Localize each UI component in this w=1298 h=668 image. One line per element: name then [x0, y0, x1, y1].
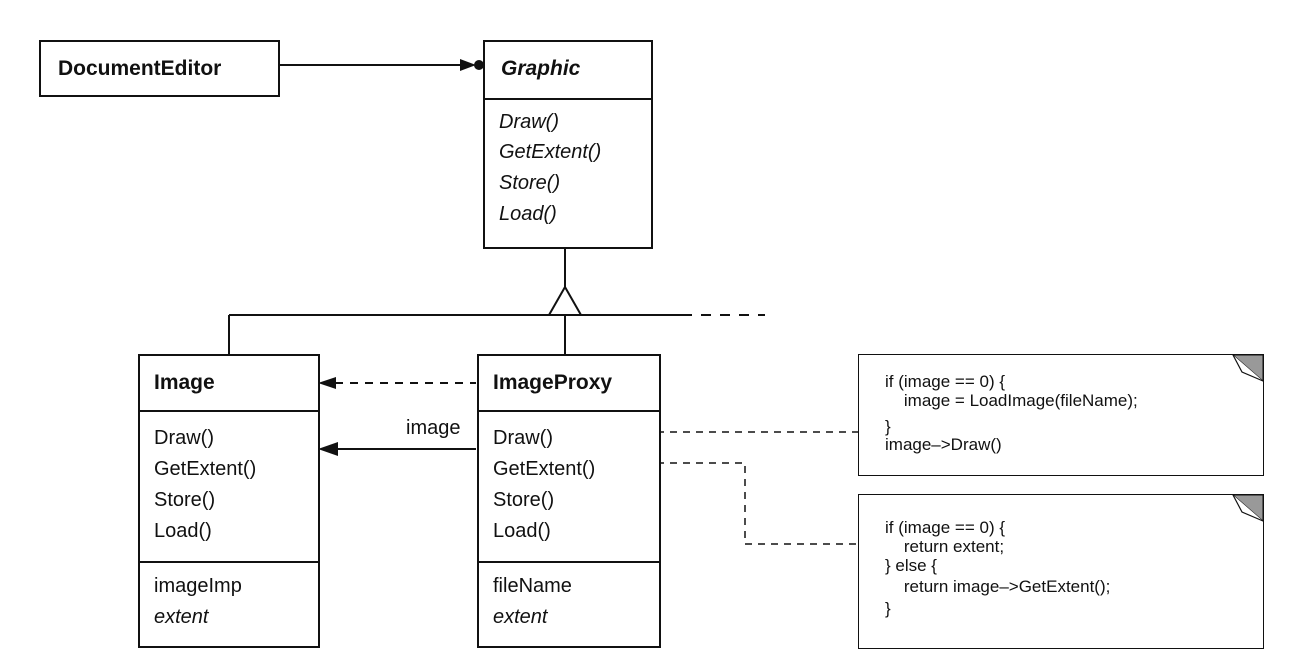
graphic-class: Graphic Draw() GetExtent() Store() Load(…: [483, 40, 653, 249]
association-label: image: [406, 417, 461, 439]
graphic-op: Store(): [499, 172, 561, 194]
draw-note-line: if (image == 0) {: [885, 372, 1006, 391]
document-editor-class: DocumentEditor: [39, 40, 280, 97]
note-fold-icon: [1232, 354, 1264, 382]
extent-note-connector: [657, 462, 858, 545]
image-association-arrowhead: [318, 442, 338, 456]
aggregation-arrowhead: [460, 59, 476, 71]
document-editor-name: DocumentEditor: [58, 57, 222, 80]
image-op: Draw(): [154, 427, 214, 449]
image-op: GetExtent(): [154, 458, 257, 480]
image-attr: imageImp: [154, 575, 242, 597]
graphic-name: Graphic: [501, 57, 581, 80]
image-proxy-attr: extent: [493, 606, 548, 628]
extent-note-line: return extent;: [885, 537, 1005, 556]
image-proxy-attr: fileName: [493, 575, 572, 597]
graphic-op: GetExtent(): [499, 141, 602, 163]
dependency-arrowhead: [318, 377, 336, 389]
image-proxy-name: ImageProxy: [493, 371, 613, 394]
image-op: Load(): [154, 520, 212, 542]
extent-note: if (image == 0) { return extent; } else …: [858, 494, 1264, 649]
inheritance-triangle: [547, 284, 583, 316]
graphic-op: Load(): [499, 203, 557, 225]
image-proxy-op: Load(): [493, 520, 551, 542]
image-divider-1: [140, 410, 318, 412]
graphic-divider: [485, 98, 651, 100]
image-proxy-op: GetExtent(): [493, 458, 596, 480]
image-class: Image Draw() GetExtent() Store() Load() …: [138, 354, 320, 648]
draw-note-line: image–>Draw(): [885, 435, 1002, 454]
image-proxy-op: Store(): [493, 489, 555, 511]
draw-note-line: image = LoadImage(fileName);: [885, 391, 1138, 410]
extent-note-line: return image–>GetExtent();: [885, 577, 1111, 596]
draw-note: if (image == 0) { image = LoadImage(file…: [858, 354, 1264, 476]
image-name: Image: [154, 371, 215, 394]
image-proxy-divider-2: [479, 561, 659, 563]
draw-note-line: }: [885, 417, 891, 436]
image-divider-2: [140, 561, 318, 563]
graphic-op: Draw(): [499, 111, 559, 133]
image-op: Store(): [154, 489, 216, 511]
extent-note-line: if (image == 0) {: [885, 518, 1006, 537]
extent-note-line: }: [885, 599, 891, 618]
extent-note-line: } else {: [885, 556, 937, 575]
aggregation-dot: [474, 60, 484, 70]
image-attr: extent: [154, 606, 209, 628]
image-proxy-class: ImageProxy Draw() GetExtent() Store() Lo…: [477, 354, 661, 648]
note-fold-icon: [1232, 494, 1264, 522]
image-proxy-op: Draw(): [493, 427, 553, 449]
image-proxy-divider-1: [479, 410, 659, 412]
